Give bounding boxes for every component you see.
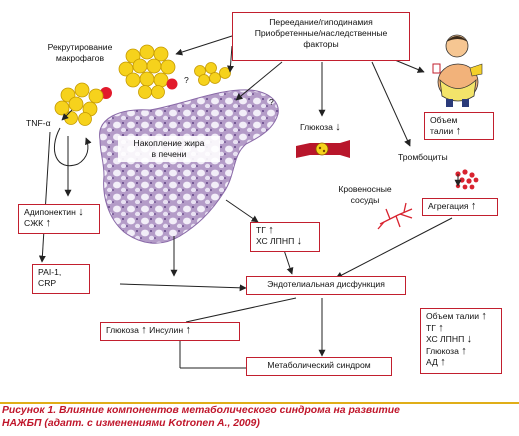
ldl-text: ХС ЛПНП	[256, 236, 295, 246]
gi-glucose-text: Глюкоза	[106, 325, 139, 335]
waist-text: талии	[430, 126, 454, 136]
ffa-line: СЖК ↑	[24, 218, 94, 229]
caption-divider	[0, 402, 519, 404]
connector-lines	[179, 297, 297, 369]
adiponectin-line: Адипонектин ↓	[24, 207, 94, 218]
summary-tg-arrow: ↑	[438, 321, 444, 334]
adiponectin-down-arrow: ↓	[78, 206, 84, 218]
caption-line-2: НАЖБП (адапт. с изменениями Kotronen A.,…	[2, 418, 260, 429]
glucose-label: Глюкоза ↓	[300, 122, 341, 133]
ffa-up-arrow: ↑	[45, 217, 52, 229]
summary-waist-text: Объем талии	[426, 311, 480, 321]
metabolic-text: Метаболический синдром	[267, 360, 371, 370]
tg-up-arrow: ↑	[268, 224, 274, 236]
glucose-insulin-box: Глюкоза ↑ Инсулин ↑	[100, 322, 240, 341]
adiponectin-box: Адипонектин ↓ СЖК ↑	[18, 204, 100, 234]
summary-ldl-arrow: ↓	[466, 333, 473, 346]
crp-text: CRP	[38, 278, 57, 288]
figure-caption: Рисунок 1. Влияние компонентов метаболич…	[2, 404, 517, 430]
causes-box: Переедание/гиподинамия Приобретенные/нас…	[232, 12, 410, 61]
connector-arrows	[38, 35, 462, 357]
aggregation-text: Агрегация	[428, 201, 469, 211]
summary-box: Объем талии ↑ ТГ ↑ ХС ЛПНП ↓ Глюкоза ↑ А…	[420, 308, 502, 374]
platelets-icon	[455, 169, 479, 190]
pai-crp-box: PAI-1, CRP	[32, 264, 90, 294]
ldl-down-arrow: ↓	[296, 235, 303, 247]
fat-label-line-2: в печени	[151, 149, 187, 159]
summary-waist-arrow: ↑	[481, 310, 487, 322]
adipocyte-cluster-icon	[118, 44, 176, 99]
macrophage-label-line-2: макрофагов	[55, 53, 105, 63]
endothelial-dysfunction-box: Эндотелиальная дисфункция	[246, 276, 406, 295]
question-mark-1: ?	[184, 75, 189, 85]
macrophage-recruitment-label: Рекрутирование макрофагов	[32, 42, 128, 64]
summary-glucose-text: Глюкоза	[426, 345, 459, 356]
tnf-alpha-label: TNF-α	[26, 118, 51, 128]
causes-line-3: факторы	[303, 39, 339, 49]
aggregation-up-arrow: ↑	[470, 200, 477, 212]
ldl-line: ХС ЛПНП ↓	[256, 236, 314, 247]
gi-insulin-text: Инсулин	[149, 325, 184, 335]
ffa-text: СЖК	[24, 218, 44, 228]
tg-line: ТГ ↑	[256, 225, 314, 236]
waist-up-arrow: ↑	[455, 125, 462, 137]
caption-line-1: Рисунок 1. Влияние компонентов метаболич…	[2, 405, 400, 416]
summary-glucose-line: Глюкоза ↑	[426, 344, 496, 358]
waist-line-2: талии ↑	[430, 126, 488, 137]
summary-tg-line: ТГ ↑	[426, 321, 496, 335]
tg-ldl-box: ТГ ↑ ХС ЛПНП ↓	[250, 222, 320, 252]
causes-line-2: Приобретенные/наследственные	[254, 28, 388, 38]
summary-tg-text: ТГ	[426, 322, 436, 333]
summary-ldl-line: ХС ЛПНП ↓	[426, 333, 496, 346]
summary-glucose-arrow: ↑	[461, 344, 467, 357]
pai-text: PAI-1,	[38, 267, 62, 277]
question-mark-2: ?	[269, 97, 274, 107]
blood-vessel-icon	[296, 140, 350, 158]
fat-label-line-1: Накопление жира	[133, 138, 205, 148]
gi-insulin-up-arrow: ↑	[185, 324, 191, 336]
macrophage-label-line-1: Рекрутирование	[47, 42, 113, 52]
fat-accumulation-label: Накопление жира в печени	[118, 136, 220, 162]
tg-text: ТГ	[256, 225, 266, 235]
waist-box: Объем талии ↑	[424, 112, 494, 140]
glucose-down-arrow: ↓	[335, 121, 341, 133]
summary-bp-text: АД	[426, 357, 438, 368]
summary-ldl-text: ХС ЛПНП	[426, 334, 465, 345]
aggregation-box: Агрегация ↑	[422, 198, 498, 216]
waist-line-1: Объем	[430, 115, 458, 125]
glucose-label-text: Глюкоза	[300, 122, 333, 132]
vessels-line-2: сосуды	[350, 195, 380, 205]
adiponectin-text: Адипонектин	[24, 207, 76, 217]
vessels-line-1: Кровеносные	[338, 184, 392, 194]
liver-tissue-icon	[99, 89, 279, 244]
summary-bp-line: АД ↑	[426, 357, 496, 369]
gi-glucose-up-arrow: ↑	[141, 324, 147, 336]
adipocyte-cluster-icon	[194, 62, 231, 86]
overweight-person-icon	[432, 34, 483, 107]
metabolic-syndrome-box: Метаболический синдром	[246, 357, 392, 376]
blood-vessels-label: Кровеносные сосуды	[322, 184, 408, 206]
summary-bp-arrow: ↑	[440, 356, 446, 369]
endothelial-text: Эндотелиальная дисфункция	[267, 279, 385, 289]
summary-waist-line: Объем талии ↑	[426, 310, 496, 323]
platelets-label: Тромбоциты	[398, 152, 448, 162]
causes-line-1: Переедание/гиподинамия	[269, 17, 373, 27]
capillary-icon	[377, 202, 413, 230]
tnf-feedback-arrow	[53, 127, 92, 167]
